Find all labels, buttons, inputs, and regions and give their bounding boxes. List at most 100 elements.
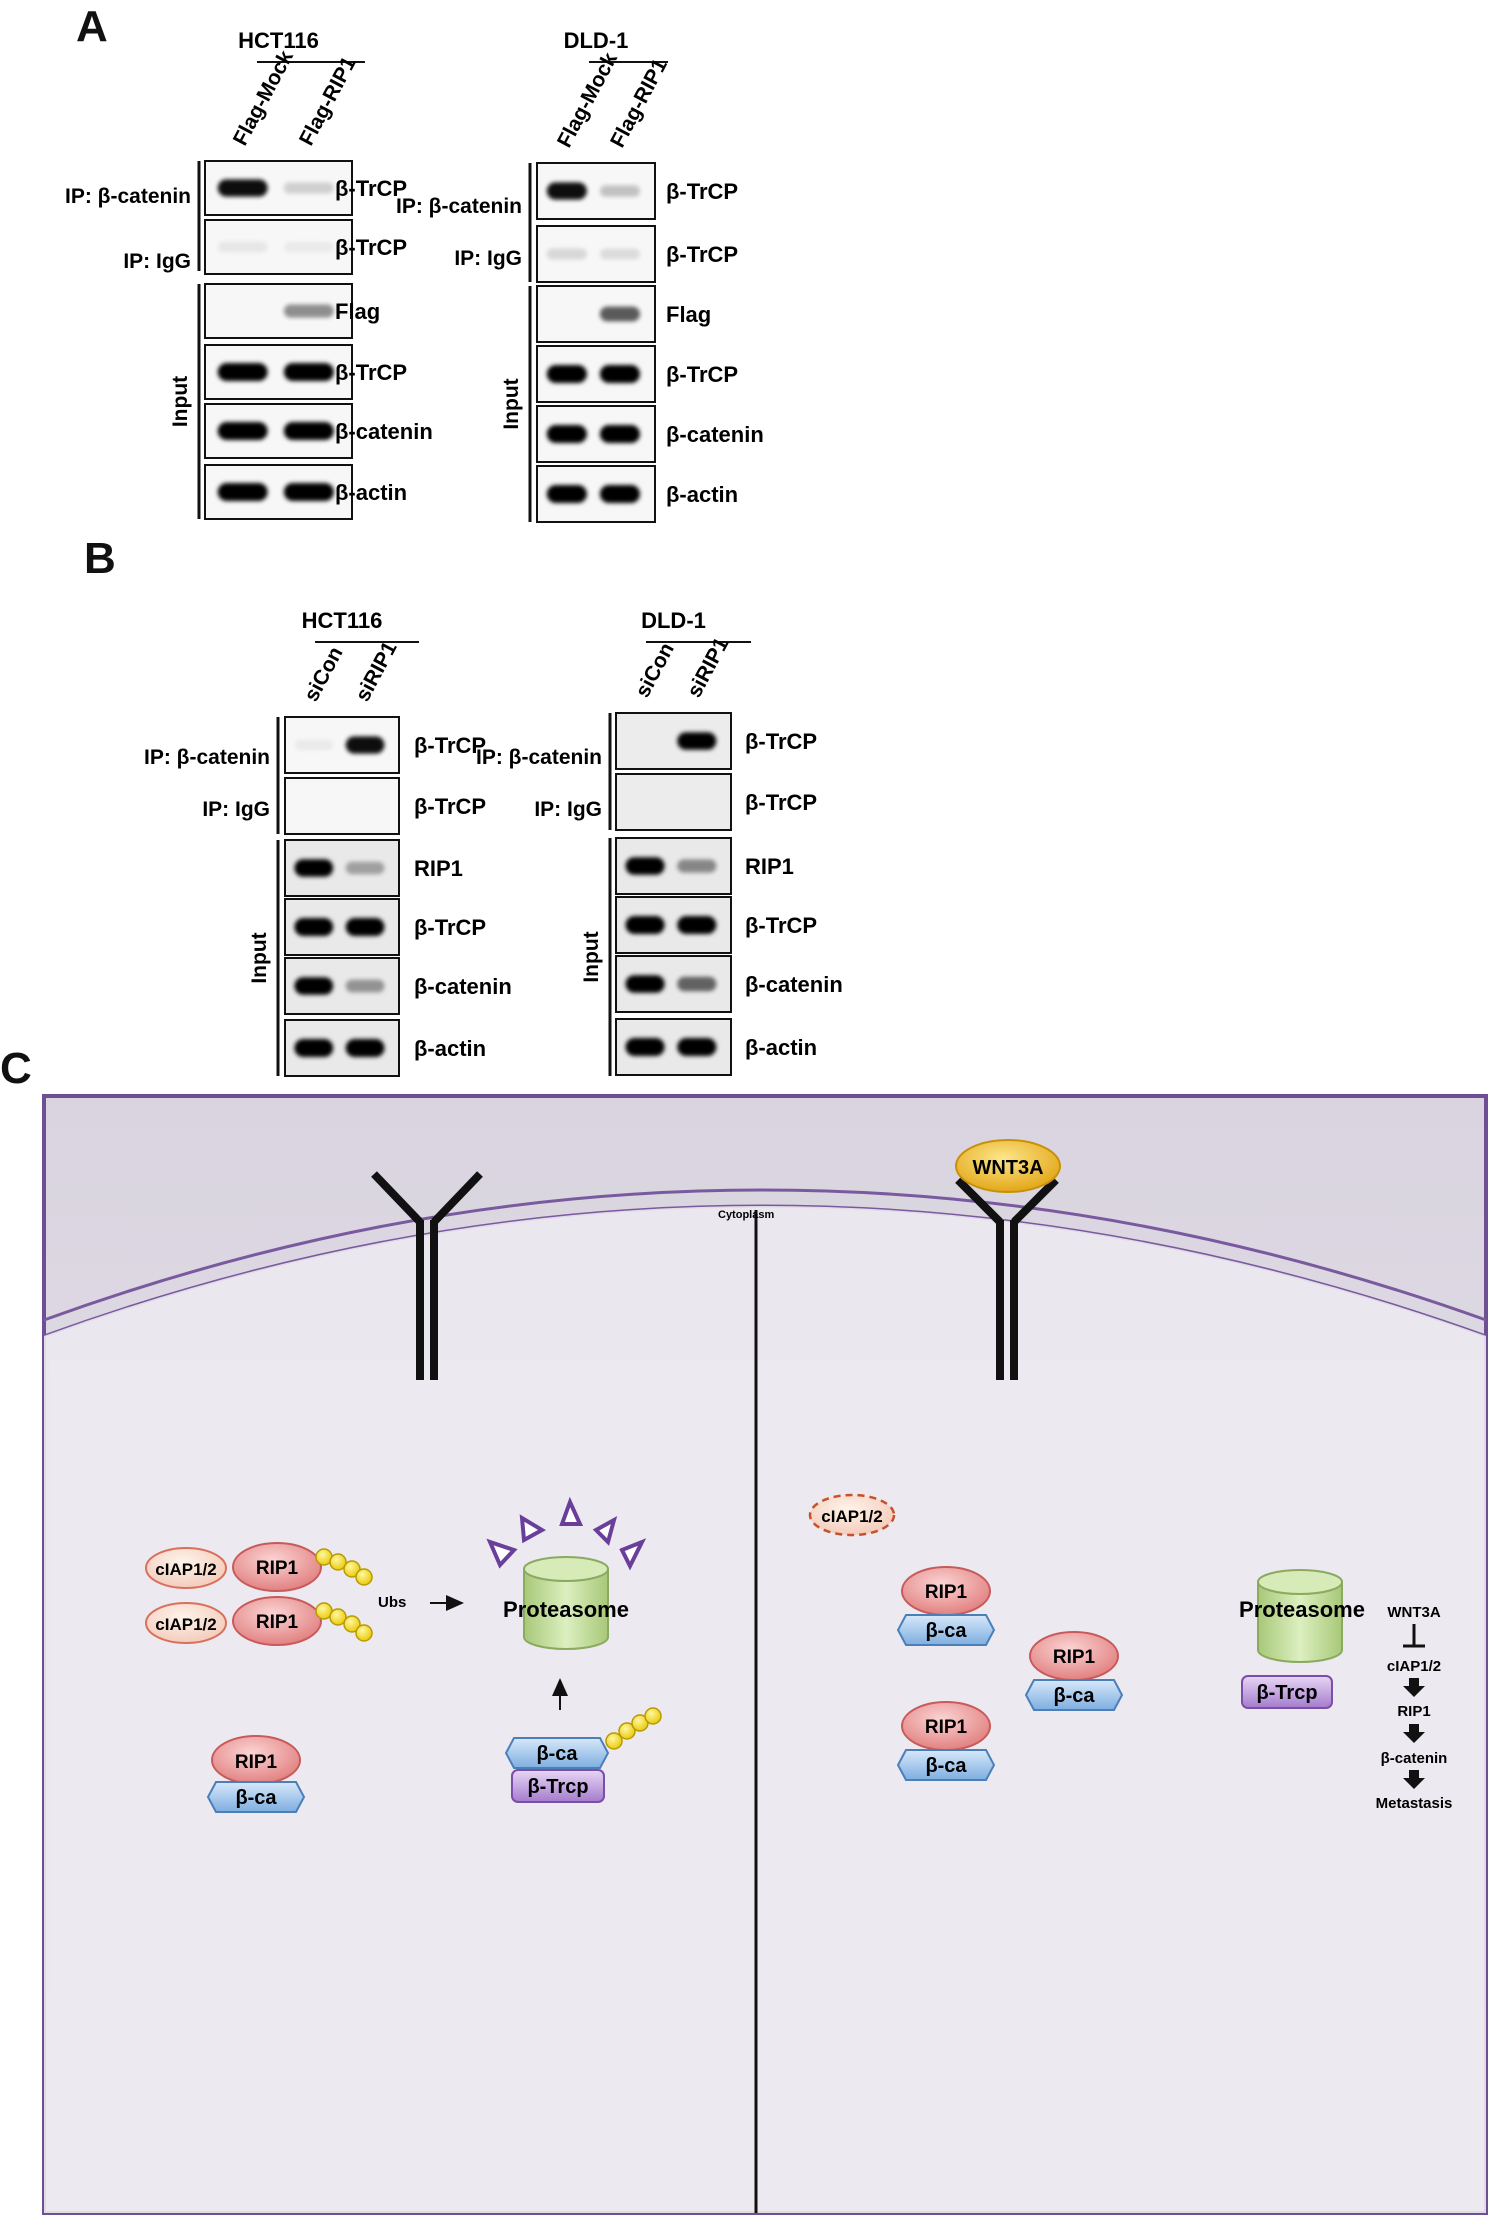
pathway-schematic: Cytoplasm WNT3A cIAP1/2 RIP1 cIAP1/2 RIP… bbox=[42, 1094, 1488, 2215]
ciap-rip1-complex-1: cIAP1/2 RIP1 bbox=[145, 1542, 322, 1592]
blot-label: RIP1 bbox=[745, 854, 794, 879]
band bbox=[599, 485, 641, 503]
band bbox=[546, 248, 587, 260]
band bbox=[625, 857, 665, 875]
arrow-down-icon bbox=[1403, 1724, 1425, 1743]
blot-strip bbox=[536, 465, 656, 523]
ubiquitin-chain-2 bbox=[315, 1602, 373, 1642]
svg-text:RIP1: RIP1 bbox=[925, 1582, 968, 1603]
rip1-bca-complex-right-1: RIP1 β-ca bbox=[896, 1566, 996, 1646]
blot-strip bbox=[615, 837, 732, 895]
blot-strip bbox=[536, 225, 656, 283]
blot-label: β-TrCP bbox=[745, 729, 817, 754]
cascade-step-3: RIP1 bbox=[1397, 1703, 1430, 1720]
blot-strip bbox=[284, 777, 400, 835]
cascade-step-2: cIAP1/2 bbox=[1387, 1658, 1441, 1675]
ubiquitin-chain-3 bbox=[605, 1707, 662, 1750]
cascade-step-5: Metastasis bbox=[1376, 1795, 1453, 1812]
band bbox=[677, 916, 717, 934]
ip-label: IP: β-catenin bbox=[396, 195, 522, 218]
blot-strip bbox=[615, 955, 732, 1013]
band bbox=[283, 182, 334, 194]
blot-label: β-TrCP bbox=[414, 915, 486, 940]
ip-label: IP: IgG bbox=[454, 247, 522, 270]
band bbox=[294, 1039, 334, 1057]
blot-label: β-TrCP bbox=[666, 362, 738, 387]
blot-strip bbox=[284, 716, 400, 774]
blot-strip bbox=[615, 712, 732, 770]
band bbox=[677, 732, 717, 750]
band bbox=[345, 736, 385, 754]
band bbox=[283, 483, 334, 501]
band bbox=[677, 1038, 717, 1056]
svg-text:β-ca: β-ca bbox=[1053, 1685, 1095, 1707]
band bbox=[217, 179, 268, 197]
ip-label: IP: IgG bbox=[123, 250, 191, 273]
blot-label: β-actin bbox=[745, 1035, 817, 1060]
band bbox=[599, 365, 641, 383]
band bbox=[345, 979, 385, 993]
proteasome-right-label: Proteasome bbox=[1239, 1597, 1365, 1622]
blot-strip bbox=[284, 1019, 400, 1077]
lane-label: siRIP1 bbox=[683, 634, 734, 702]
svg-text:RIP1: RIP1 bbox=[256, 1558, 299, 1579]
ubiquitin-chain-1 bbox=[315, 1548, 373, 1586]
input-label: Input bbox=[500, 378, 523, 429]
blot-label: β-TrCP bbox=[414, 733, 486, 758]
ip-label: IP: β-catenin bbox=[476, 746, 602, 769]
blot-label: Flag bbox=[335, 299, 380, 324]
band bbox=[217, 363, 268, 381]
proteasome-cap-icon bbox=[486, 1496, 647, 1571]
svg-text:cIAP1/2: cIAP1/2 bbox=[155, 1560, 216, 1579]
band bbox=[217, 422, 268, 440]
blot-label: β-catenin bbox=[335, 419, 433, 444]
blot-strip bbox=[536, 345, 656, 403]
cell-line-label: DLD-1 bbox=[641, 608, 706, 633]
input-label: Input bbox=[169, 376, 192, 427]
membrane-fill bbox=[44, 1206, 1486, 2213]
wnt3a-label: WNT3A bbox=[972, 1157, 1043, 1179]
blot-strip bbox=[284, 898, 400, 956]
band bbox=[283, 422, 334, 440]
proteasome-right bbox=[1257, 1569, 1343, 1663]
cell-line-label: DLD-1 bbox=[564, 28, 629, 53]
svg-text:RIP1: RIP1 bbox=[256, 1612, 299, 1633]
band bbox=[283, 363, 334, 381]
panel-letter-a: A bbox=[76, 2, 108, 51]
blot-label: β-TrCP bbox=[745, 790, 817, 815]
band bbox=[283, 241, 334, 253]
input-label: Input bbox=[580, 931, 603, 982]
blot-label: β-catenin bbox=[666, 422, 764, 447]
band bbox=[625, 1038, 665, 1056]
blot-strip bbox=[615, 773, 732, 831]
bca-btrcp-complex: β-ca β-Trcp bbox=[504, 1737, 610, 1803]
ip-label: IP: IgG bbox=[202, 798, 270, 821]
ip-label: IP: β-catenin bbox=[144, 746, 270, 769]
blot-label: β-TrCP bbox=[745, 913, 817, 938]
blot-label: β-catenin bbox=[745, 972, 843, 997]
blot-strip bbox=[204, 160, 353, 216]
band bbox=[546, 365, 587, 383]
blot-strip bbox=[536, 405, 656, 463]
band bbox=[677, 976, 717, 992]
rip1-bca-complex-right-2: RIP1 β-ca bbox=[1024, 1631, 1124, 1711]
input-label: Input bbox=[248, 932, 271, 983]
band bbox=[294, 977, 334, 995]
svg-text:β-ca: β-ca bbox=[925, 1755, 967, 1777]
svg-text:β-Trcp: β-Trcp bbox=[527, 1776, 588, 1798]
ubs-label: Ubs bbox=[378, 1594, 406, 1611]
blot-strip bbox=[284, 839, 400, 897]
blot-label: β-TrCP bbox=[335, 360, 407, 385]
lane-label: siCon bbox=[631, 639, 679, 701]
ciap-rip1-complex-2: cIAP1/2 RIP1 bbox=[145, 1596, 322, 1646]
blot-strip bbox=[204, 219, 353, 275]
band bbox=[546, 485, 587, 503]
cascade-step-1: WNT3A bbox=[1387, 1604, 1440, 1621]
blot-strip bbox=[536, 162, 656, 220]
inhibition-icon bbox=[1403, 1624, 1425, 1648]
signaling-cascade: WNT3A cIAP1/2 RIP1 β-catenin Metastasis bbox=[1376, 1604, 1453, 1812]
arrow-down-icon bbox=[1403, 1678, 1425, 1697]
cell-line-label: HCT116 bbox=[238, 28, 319, 53]
